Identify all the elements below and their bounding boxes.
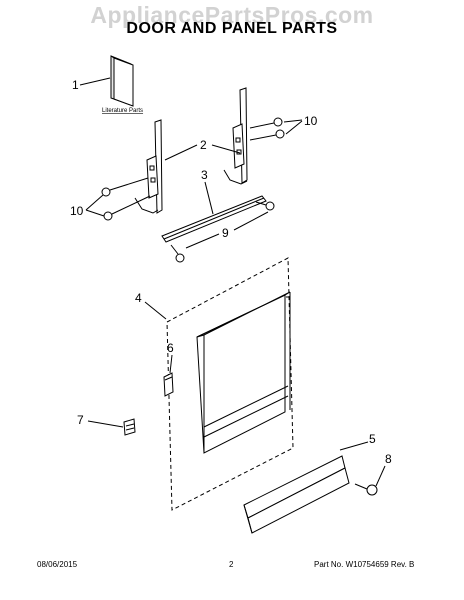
literature-parts-booklet bbox=[110, 55, 134, 107]
callout-10-right: 10 bbox=[304, 114, 318, 128]
toe-kick-screw bbox=[354, 483, 378, 496]
callout-2: 2 bbox=[200, 138, 207, 152]
right-hinge-bracket bbox=[223, 87, 248, 185]
leader-10a bbox=[85, 194, 104, 211]
leader-7 bbox=[87, 420, 124, 428]
callout-4: 4 bbox=[135, 291, 142, 305]
leader-3 bbox=[204, 181, 214, 215]
leader-10b bbox=[85, 209, 105, 217]
footer-part-number: Part No. W10754659 Rev. B bbox=[314, 560, 415, 569]
callout-3: 3 bbox=[201, 168, 208, 182]
literature-parts-label: Literature Parts bbox=[102, 108, 143, 114]
leader-5 bbox=[339, 441, 369, 451]
small-bracket bbox=[163, 372, 174, 397]
callout-7: 7 bbox=[77, 413, 84, 427]
door-panel bbox=[196, 291, 291, 454]
callout-5: 5 bbox=[369, 432, 376, 446]
leader-10c bbox=[283, 119, 303, 123]
leader-10d bbox=[285, 120, 303, 135]
leader-1 bbox=[79, 77, 111, 86]
leader-9b bbox=[233, 211, 269, 231]
callout-8: 8 bbox=[385, 452, 392, 466]
callout-6: 6 bbox=[167, 341, 174, 355]
left-hinge-bracket bbox=[134, 119, 163, 214]
callout-10-left: 10 bbox=[70, 204, 84, 218]
page-title: DOOR AND PANEL PARTS bbox=[126, 20, 338, 37]
rail-screws bbox=[170, 201, 275, 263]
leader-2b bbox=[211, 144, 241, 154]
watermark: AppliancePartsPros.com bbox=[90, 2, 374, 28]
screws-left bbox=[101, 177, 151, 221]
leader-4 bbox=[144, 301, 167, 320]
door-assembly-outline bbox=[166, 257, 294, 511]
leader-9a bbox=[185, 233, 220, 249]
footer-page-number: 2 bbox=[229, 560, 234, 569]
rail-bar bbox=[161, 195, 267, 243]
leader-2a bbox=[164, 144, 198, 161]
leader-8 bbox=[375, 465, 386, 487]
callout-1: 1 bbox=[72, 78, 79, 92]
footer-date: 08/06/2015 bbox=[37, 560, 78, 569]
callout-9: 9 bbox=[222, 226, 229, 240]
leader-6 bbox=[169, 354, 173, 374]
toe-kick-panel bbox=[243, 455, 350, 534]
clip-part bbox=[123, 418, 136, 436]
screws-right bbox=[249, 117, 285, 141]
